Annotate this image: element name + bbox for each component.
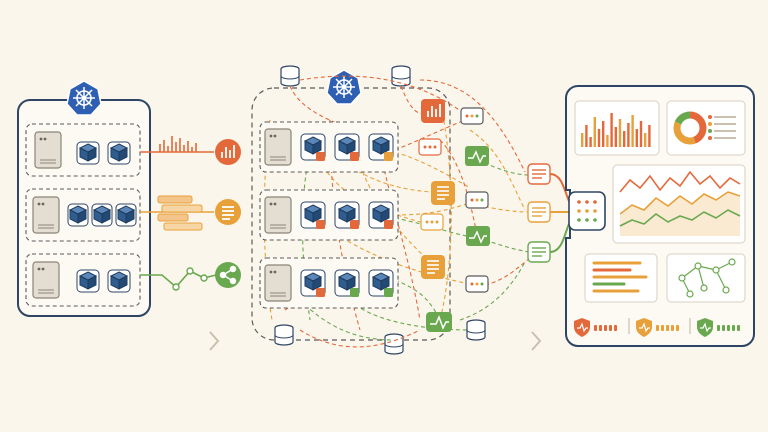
dashboard-bar: [602, 121, 605, 147]
shield-alert-icon: [636, 318, 652, 337]
dashboard-bar: [618, 119, 622, 147]
metrics-node: [215, 139, 241, 165]
shield-alert-icon: [697, 318, 713, 337]
node-row-2: [25, 188, 141, 242]
database-icon: [280, 65, 300, 87]
dashboard-bar: [635, 129, 638, 147]
dashboard-bar: [627, 123, 630, 147]
observability-dashboard: [565, 85, 755, 347]
tree-panel: [666, 253, 746, 303]
metrics-signal: [140, 136, 241, 165]
line-chart-panel: [612, 164, 746, 244]
collector-bar-chart: [421, 99, 445, 123]
logs-node: [215, 199, 241, 225]
dashboard-bar: [585, 125, 588, 147]
processor-modules: [418, 107, 490, 293]
kubernetes-helm-icon: [326, 69, 362, 105]
kubernetes-helm-icon: [66, 80, 102, 116]
dashboard-bar: [597, 129, 601, 147]
cube-icon: [69, 205, 87, 224]
cube-icon: [79, 271, 97, 290]
cube-icon: [93, 205, 111, 224]
dashboard-bar: [610, 113, 613, 147]
left-cluster: [17, 80, 151, 317]
cube-icon: [372, 204, 390, 223]
cube-icon: [338, 272, 356, 291]
database-icon: [384, 333, 404, 355]
shield-alert-icon: [574, 318, 590, 337]
center-node-row-2: [259, 189, 399, 241]
aggregator-hub: [568, 191, 606, 231]
database-icon: [274, 324, 294, 346]
center-node-row-3: [259, 257, 399, 309]
center-cluster: [251, 65, 531, 355]
cube-icon: [338, 136, 356, 155]
database-icon: [466, 319, 486, 341]
collector-logs-2: [421, 255, 445, 279]
logs-signal: [140, 195, 241, 231]
cube-icon: [338, 204, 356, 223]
traces-signal: [140, 262, 241, 291]
cube-icon: [372, 136, 390, 155]
dashboard-bar: [614, 127, 617, 147]
dashboard-bar: [623, 131, 626, 147]
cube-icon: [372, 272, 390, 291]
dashboard-bar: [639, 121, 643, 147]
dashboard-bar: [606, 135, 609, 147]
dashboard-bar: [581, 133, 584, 147]
share-nodes-icon: [219, 265, 237, 285]
donut-chart-panel: [666, 100, 746, 156]
traces-node: [215, 262, 241, 288]
cube-icon: [110, 271, 128, 290]
bar-chart-icon: [221, 145, 235, 158]
collector-logs-1: [431, 181, 455, 205]
cube-icon: [110, 143, 128, 162]
collector-trace: [426, 312, 452, 332]
center-node-row-1: [259, 121, 399, 173]
dashboard-bar: [631, 115, 634, 147]
bar-chart-panel: [574, 100, 660, 156]
cube-icon: [304, 136, 322, 155]
list-panel: [584, 253, 658, 303]
dashboard-bar: [644, 133, 647, 147]
node-row-1: [25, 123, 141, 177]
node-row-3: [25, 253, 141, 307]
dashboard-bar: [589, 137, 592, 147]
exporters: [527, 163, 573, 263]
cube-icon: [117, 205, 135, 224]
cube-icon: [304, 272, 322, 291]
cube-icon: [304, 204, 322, 223]
dashboard-bar: [593, 117, 596, 147]
chevron-right-icon: [209, 331, 220, 351]
dashboard-bar: [648, 125, 651, 147]
alerts-row: [574, 318, 740, 337]
chevron-right-icon: [531, 331, 542, 351]
document-lines-icon: [222, 206, 234, 220]
cube-icon: [79, 143, 97, 162]
